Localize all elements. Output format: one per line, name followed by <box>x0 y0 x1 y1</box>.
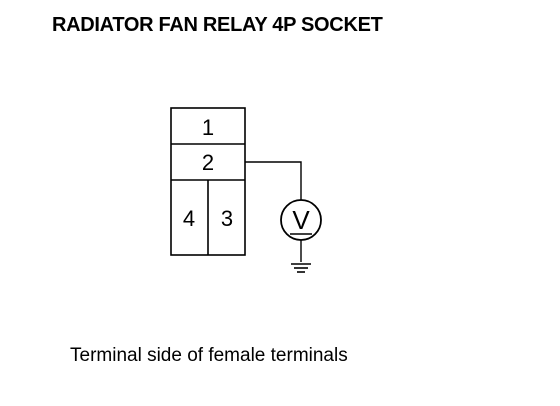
diagram-title: RADIATOR FAN RELAY 4P SOCKET <box>52 14 383 36</box>
ground-icon <box>291 263 311 273</box>
voltmeter-icon: V <box>280 199 322 241</box>
terminal-2-label: 2 <box>202 150 214 175</box>
connector-socket <box>170 107 246 256</box>
terminal-3-label: 3 <box>221 206 233 231</box>
terminal-4-label: 4 <box>183 206 195 231</box>
probe-wire <box>245 161 302 200</box>
terminal-1-label: 1 <box>202 115 214 140</box>
diagram-caption: Terminal side of female terminals <box>70 345 348 366</box>
voltmeter-symbol: V <box>292 205 310 235</box>
